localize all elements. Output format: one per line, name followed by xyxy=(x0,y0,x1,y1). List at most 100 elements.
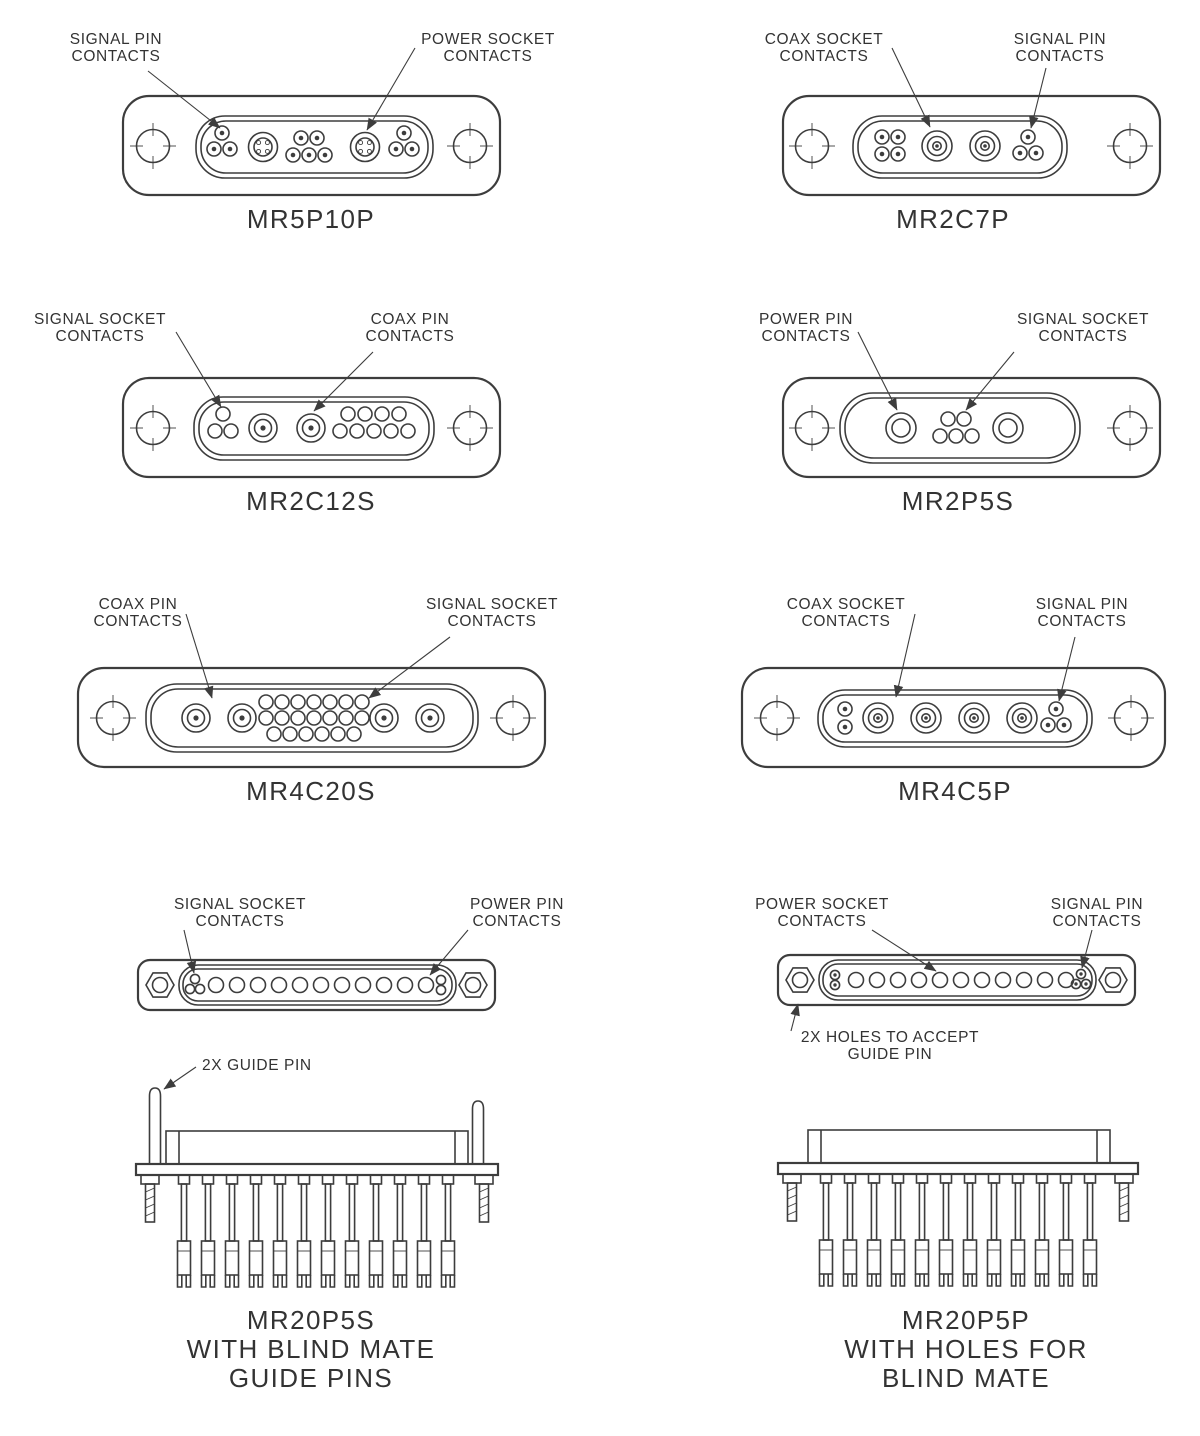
signal-socket-contact xyxy=(374,406,390,422)
coax-socket-contact xyxy=(958,702,990,734)
signal-socket-contact xyxy=(435,984,447,996)
connector-body xyxy=(165,1130,469,1165)
insert-outline-inner xyxy=(822,963,1093,997)
power-pin-contact xyxy=(417,976,435,994)
power-pin-contact xyxy=(354,976,372,994)
signal-socket-contact xyxy=(274,694,290,710)
signal-socket-contact xyxy=(400,423,416,439)
leader-line xyxy=(147,70,221,129)
contact-tail xyxy=(368,1174,384,1288)
contact-tail xyxy=(320,1174,336,1288)
power-pin-contact xyxy=(333,976,351,994)
connector-flange xyxy=(781,376,1162,479)
insert-outline xyxy=(818,959,1097,1001)
signal-socket-contact xyxy=(391,406,407,422)
signal-pin-contact xyxy=(293,130,309,146)
label-line: CONTACTS xyxy=(472,912,562,930)
mr2c12s-label-left: SIGNAL SOCKET CONTACTS xyxy=(34,311,166,345)
leader-line xyxy=(857,331,898,411)
signal-socket-contact xyxy=(194,983,206,995)
coax-pin-contact xyxy=(415,703,445,733)
signal-pin-contact xyxy=(1040,717,1056,733)
mounting-hole-icon xyxy=(1106,404,1154,452)
contact-tail xyxy=(842,1173,858,1287)
signal-socket-contact xyxy=(354,694,370,710)
insert-outline-inner xyxy=(822,694,1088,743)
caption-line: WITH BLIND MATE xyxy=(186,1334,436,1364)
jackscrew-side xyxy=(782,1173,802,1222)
mounting-hole-icon xyxy=(1107,694,1155,742)
signal-socket-contact xyxy=(340,406,356,422)
contact-tail xyxy=(866,1173,882,1287)
contact-tail xyxy=(224,1174,240,1288)
label-line: COAX SOCKET xyxy=(786,596,906,613)
hex-jackscrew-icon xyxy=(785,967,815,993)
signal-socket-contact xyxy=(322,694,338,710)
power-pin-contact xyxy=(312,976,330,994)
guide-pin xyxy=(471,1100,485,1165)
mr2p5s-face-drawing xyxy=(781,331,1162,479)
power-socket-contact xyxy=(910,971,928,989)
leader-line xyxy=(185,613,214,699)
insert-outline-inner xyxy=(150,688,474,748)
power-pin-contact xyxy=(291,976,309,994)
signal-socket-contact xyxy=(435,974,447,986)
signal-socket-contact xyxy=(366,423,382,439)
mr4c5p-face-drawing xyxy=(740,613,1167,769)
coax-pin-contact xyxy=(227,703,257,733)
signal-pin-contact xyxy=(1012,145,1028,161)
signal-pin-contact xyxy=(396,125,412,141)
signal-pin-contact xyxy=(317,147,333,163)
label-line: CONTACTS xyxy=(761,327,851,345)
mr4c5p-label-left: COAX SOCKET CONTACTS xyxy=(786,596,906,630)
leader-line xyxy=(1057,636,1076,702)
label-line: CONTACTS xyxy=(55,327,145,345)
power-pin-contact xyxy=(270,976,288,994)
power-socket-contact xyxy=(973,971,991,989)
caption-line: GUIDE PINS xyxy=(228,1363,394,1393)
label-line: SIGNAL PIN xyxy=(1035,596,1129,613)
mounting-flange xyxy=(134,1162,500,1177)
signal-pin-contact xyxy=(388,141,404,157)
insert-outline-inner xyxy=(198,401,430,456)
contact-tail xyxy=(344,1174,360,1288)
signal-socket-contact xyxy=(258,694,274,710)
mounting-hole-icon xyxy=(129,122,177,170)
signal-socket-contact xyxy=(932,428,948,444)
signal-pin-contact xyxy=(1048,701,1064,717)
mr20p5s-side-drawing xyxy=(134,1066,500,1288)
contact-tail xyxy=(392,1174,408,1288)
signal-socket-contact xyxy=(346,726,362,742)
signal-pin-contact xyxy=(1020,129,1036,145)
signal-pin-contact xyxy=(1056,717,1072,733)
mounting-hole-icon xyxy=(753,694,801,742)
coax-socket-contact xyxy=(969,130,1001,162)
insert-outline-inner xyxy=(844,397,1076,459)
contact-tail xyxy=(890,1173,906,1287)
mr4c20s-label-left: COAX PIN CONTACTS xyxy=(94,596,183,630)
leader-line xyxy=(1080,929,1093,969)
label-line: SIGNAL SOCKET xyxy=(173,896,307,913)
contact-tail xyxy=(200,1174,216,1288)
insert-outline xyxy=(145,683,479,753)
insert-outline-inner xyxy=(200,120,429,174)
insert-outline xyxy=(193,396,435,461)
caption-line: MR20P5S xyxy=(246,1305,376,1335)
signal-pin-contact xyxy=(829,969,841,981)
label-line: CONTACTS xyxy=(1038,327,1128,345)
signal-socket-contact xyxy=(383,423,399,439)
mr20p5p-label-right: SIGNAL PIN CONTACTS xyxy=(1051,896,1143,930)
signal-socket-contact xyxy=(948,428,964,444)
contact-tail xyxy=(1082,1173,1098,1287)
insert-outline-inner xyxy=(857,120,1063,174)
signal-socket-contact xyxy=(215,406,231,422)
label-line: CONTACTS xyxy=(195,912,285,930)
label-line: COAX PIN xyxy=(370,311,450,328)
label-line: SIGNAL PIN xyxy=(1013,31,1107,48)
signal-socket-contact xyxy=(956,411,972,427)
guide-pin-note: 2X GUIDE PIN xyxy=(202,1057,312,1074)
leader-line xyxy=(790,1003,800,1032)
mr5p10p-face-drawing xyxy=(121,47,502,197)
signal-socket-contact xyxy=(338,694,354,710)
